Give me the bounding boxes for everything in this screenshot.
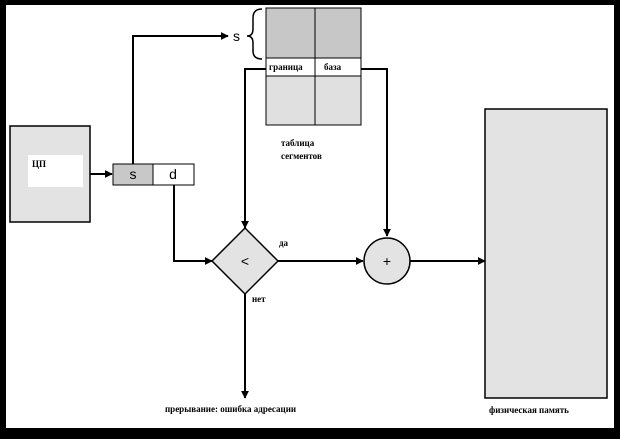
table-shaded-cell-base: [315, 8, 361, 58]
physical-memory-label: физическая память: [489, 405, 569, 415]
comparator-no-label: нет: [252, 294, 266, 304]
cpu-label: ЦП: [32, 159, 46, 169]
segment-table: граница база: [265, 7, 362, 126]
comparator-yes-label: да: [279, 238, 289, 248]
table-lower-rows: [266, 76, 361, 125]
base-to-adder-arrow: [361, 68, 391, 237]
s-to-table-arrow: [132, 32, 229, 164]
physical-memory-box: [484, 108, 608, 399]
adder-symbol: +: [383, 253, 391, 269]
d-to-comparator-arrow: [173, 185, 213, 265]
limit-to-comparator-arrow: [241, 68, 266, 229]
cpu-box: ЦП: [9, 125, 91, 223]
table-caption-line2: сегментов: [281, 151, 322, 161]
address-d-label: d: [169, 166, 177, 182]
table-base-header: база: [324, 62, 342, 72]
adder: +: [363, 237, 411, 285]
address-s-label: s: [130, 166, 137, 182]
comparator-symbol: <: [241, 253, 249, 269]
selected-entry-brace: [246, 8, 263, 60]
table-shaded-cell-limit: [266, 8, 315, 58]
table-limit-header: граница: [269, 62, 303, 72]
table-caption-line1: таблица: [281, 138, 315, 148]
trap-label: прерывание: ошибка адресации: [165, 404, 296, 414]
logical-address: s d: [112, 163, 195, 186]
table-selector-s-label: s: [233, 28, 240, 44]
